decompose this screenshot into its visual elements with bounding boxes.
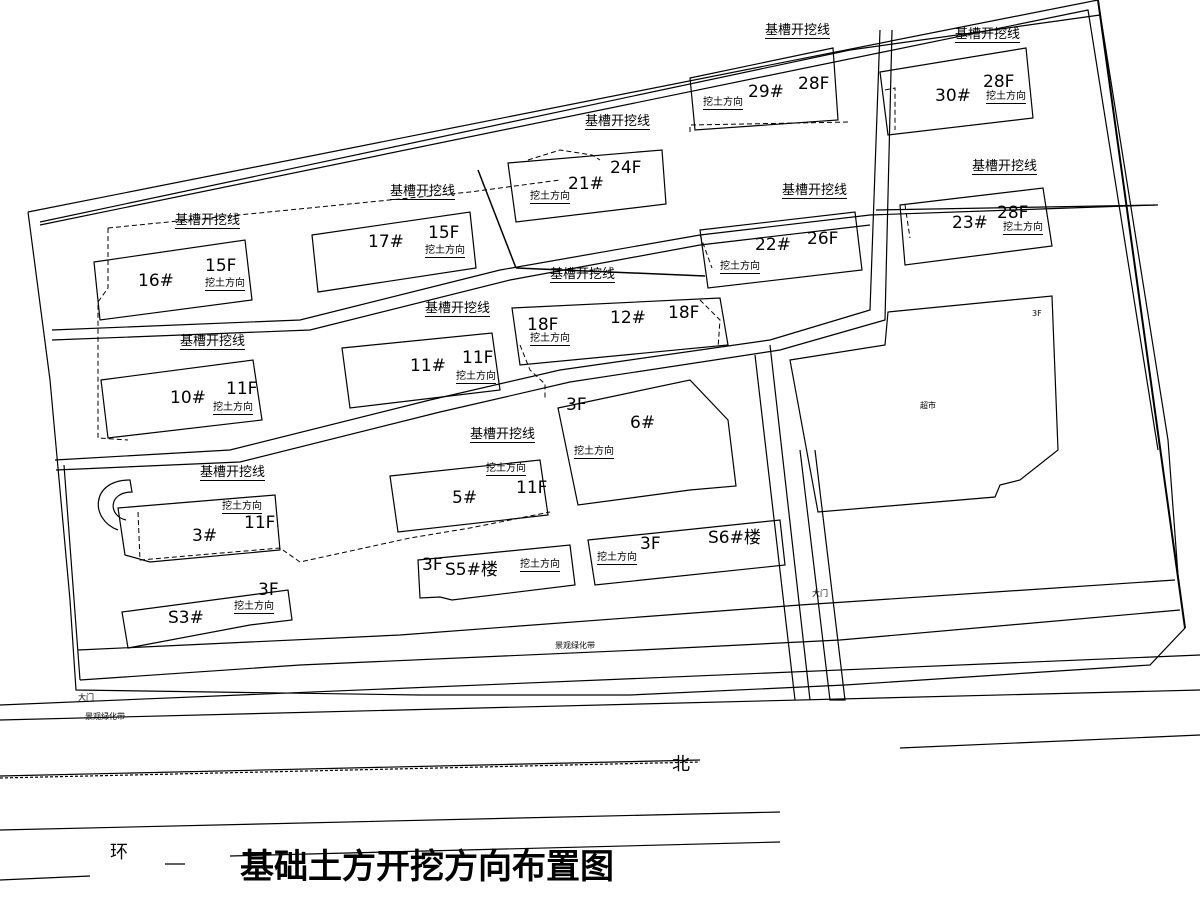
dig-direction-label: 挖土方向 [520,559,560,572]
building-17-floors: 15F [428,223,460,243]
building-30-number: 30# [935,86,971,106]
building-5-outline [389,459,549,533]
dig-direction-label: 挖土方向 [486,463,526,476]
building-22-floors: 26F [807,229,839,249]
building-23-floors: 28F [997,203,1029,223]
excavation-line-label: 基槽开挖线 [390,184,456,200]
building-29-floors: 28F [798,74,830,94]
building-29-outline [689,47,839,131]
building-s3-number: S3# [168,608,204,628]
dig-direction-label: 挖土方向 [703,97,743,110]
excavation-line-label: 基槽开挖线 [585,114,651,130]
building-6-outline [557,379,737,506]
building-17-number: 17# [368,232,404,252]
building-11-floors: 11F [462,348,494,368]
building-22-outline [699,211,863,289]
gate-label: 大门 [812,589,828,598]
building-12-number: 12# [610,308,646,328]
building-6-floors: 3F [566,395,587,415]
excavation-line-label: 基槽开挖线 [782,183,848,199]
building-s5-number: S5#楼 [445,560,498,580]
excavation-line-label: 基槽开挖线 [425,301,491,317]
building-5-floors: 11F [516,478,548,498]
road-label-north: 北 [672,754,690,775]
dig-direction-label: 挖土方向 [530,191,570,204]
site-boundary-inner [39,9,1159,451]
building-12-floors-left: 18F [527,315,559,335]
excavation-lines [97,87,911,563]
building-30-floors: 28F [983,72,1015,92]
dig-direction-label: 挖土方向 [234,601,274,614]
building-17-outline [311,211,477,293]
building-11-number: 11# [410,356,446,376]
building-s6-number: S6#楼 [708,528,761,548]
building-21-outline [507,149,667,223]
landscape-belt-label: 景观绿化带 [85,712,125,721]
supermarket-label: 超市 [920,401,936,410]
gate-label: 大门 [78,693,94,702]
building-6-number: 6# [630,413,656,433]
building-10-outline [100,359,263,439]
dig-direction-label: 挖土方向 [986,91,1026,104]
building-23-number: 23# [952,213,988,233]
excavation-line-label: 基槽开挖线 [200,465,266,481]
landscape-belt-label: 景观绿化带 [555,641,595,650]
building-s6-floors: 3F [640,534,661,554]
building-22-number: 22# [755,235,791,255]
drawing-title: 基础土方开挖方向布置图 [240,847,614,887]
building-3-number: 3# [192,526,218,546]
interior-road [54,29,881,461]
building-3-floors: 11F [244,513,276,533]
excavation-line-label: 基槽开挖线 [470,427,536,443]
excavation-line-label: 基槽开挖线 [175,213,241,229]
building-5-number: 5# [452,488,478,508]
building-30-outline [879,47,1034,136]
dig-direction-label: 挖土方向 [574,446,614,459]
dig-direction-label: 挖土方向 [222,501,262,514]
building-s3-outline [121,589,293,649]
dig-direction-label: 挖土方向 [205,278,245,291]
building-29-number: 29# [748,82,784,102]
dig-direction-label: 挖土方向 [1003,222,1043,235]
building-21-floors: 24F [610,158,642,178]
dig-direction-label: 挖土方向 [530,333,570,346]
supermarket-floors: 3F [1032,309,1042,318]
building-23-outline [899,187,1053,266]
building-11-outline [341,332,501,409]
building-3-outline [117,494,281,563]
excavation-line-label: 基槽开挖线 [955,27,1021,43]
building-16-outline [93,239,253,321]
building-s5-outline [417,544,576,601]
building-16-number: 16# [138,271,174,291]
excavation-line-label: 基槽开挖线 [180,334,246,350]
building-16-floors: 15F [205,256,237,276]
dig-direction-label: 挖土方向 [456,371,496,384]
dig-direction-label: 挖土方向 [213,402,253,415]
building-12-outline [511,297,729,366]
site-boundary [27,0,1186,696]
excavation-line-label: 基槽开挖线 [550,267,616,283]
building-21-number: 21# [568,174,604,194]
building-10-number: 10# [170,388,206,408]
excavation-line-label: 基槽开挖线 [765,23,831,39]
building-s3-floors: 3F [258,580,279,600]
building-12-floors-right: 18F [668,303,700,323]
dig-direction-label: 挖土方向 [720,261,760,274]
dig-direction-label: 挖土方向 [425,245,465,258]
excavation-line-label: 基槽开挖线 [972,159,1038,175]
dig-direction-label: 挖土方向 [597,552,637,565]
interior-road [79,609,1181,681]
building-10-floors: 11F [226,379,258,399]
building-s5-floors: 3F [422,555,443,575]
building-s6-outline [587,519,786,586]
interior-road [51,204,1156,331]
supermarket-outline [789,295,1059,513]
road-label-ring: 环 [110,842,128,863]
